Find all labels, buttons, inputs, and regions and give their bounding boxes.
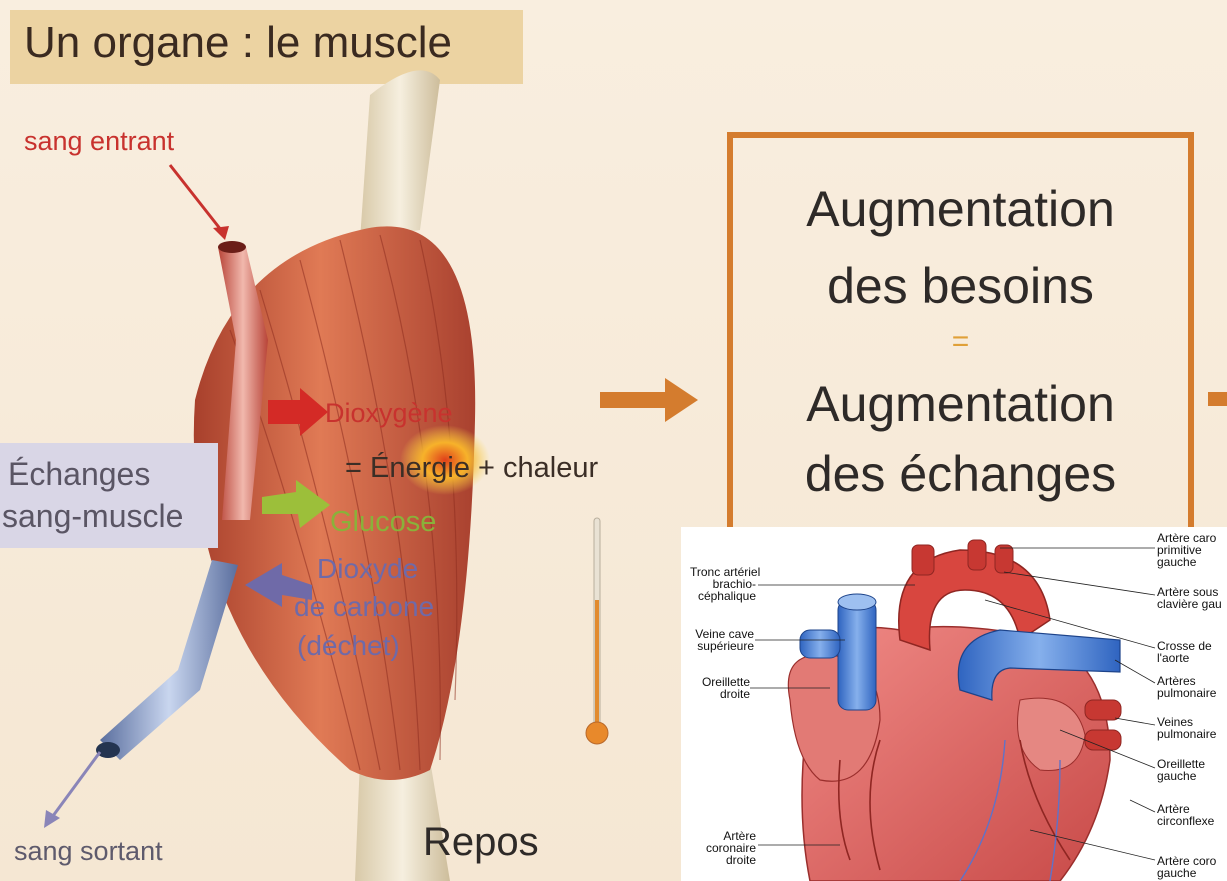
- heart-label-circonflexe-2: circonflexe: [1157, 815, 1214, 827]
- heart-label-carotide-3: gauche: [1157, 556, 1196, 568]
- heart-label-veine-2: supérieure: [690, 640, 754, 652]
- heart-label-pulm-art-2: pulmonaire: [1157, 687, 1216, 699]
- heart-label-coronaire-d-3: droite: [690, 854, 756, 866]
- heart-label-coronaire-g-2: gauche: [1157, 867, 1196, 879]
- heart-label-sousclav-2: clavière gau: [1157, 598, 1222, 610]
- subclavian-branch: [995, 545, 1013, 573]
- heart-label-crosse-2: l'aorte: [1157, 652, 1189, 664]
- heart-label-pulm-vein-2: pulmonaire: [1157, 728, 1216, 740]
- vena-cava: [838, 600, 876, 710]
- heart-label-tronc-3: céphalique: [690, 590, 756, 602]
- tronc-branch: [912, 545, 934, 575]
- heart-label-oreillette-d-2: droite: [690, 688, 750, 700]
- heart-label-oreillette-g-2: gauche: [1157, 770, 1196, 782]
- carotide-branch: [968, 540, 986, 570]
- pulmonary-vein-1: [1085, 700, 1121, 720]
